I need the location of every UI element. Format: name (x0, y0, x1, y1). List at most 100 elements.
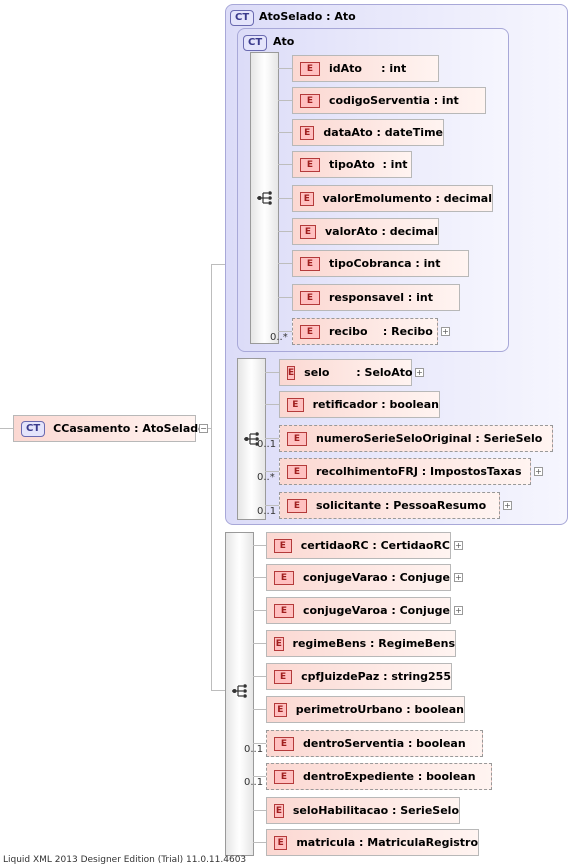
connector-line (278, 231, 292, 232)
connector-line (278, 263, 292, 264)
expand-icon[interactable]: + (441, 327, 450, 336)
element-badge: E (274, 835, 288, 850)
expand-icon[interactable]: + (454, 541, 463, 550)
element-badge: E (274, 803, 284, 818)
connector-line (253, 776, 266, 777)
element-label: conjugeVaroa : Conjuge (302, 604, 450, 617)
ct-badge: CT (230, 10, 255, 26)
element-badge: E (274, 736, 294, 751)
connector-root-out (207, 428, 212, 429)
element-badge: E (300, 324, 320, 339)
element-label: recolhimentoFRJ : ImpostosTaxas (316, 465, 522, 478)
element-badge: E (274, 769, 294, 784)
element-label: tipoAto : int (329, 158, 408, 171)
connector-trunk (211, 264, 212, 691)
element-label: perimetroUrbano : boolean (295, 703, 464, 716)
expand-icon[interactable]: + (415, 368, 424, 377)
element-label: valorEmolumento : decimal (322, 192, 492, 205)
connector-line (278, 331, 292, 332)
expand-icon[interactable]: + (454, 606, 463, 615)
expand-icon[interactable]: + (454, 573, 463, 582)
connector-line (278, 100, 292, 101)
connector-line (265, 404, 279, 405)
connector-line (253, 577, 266, 578)
root-element[interactable]: CT CCasamento : AtoSelado (13, 415, 206, 442)
sequence-ato[interactable] (250, 52, 279, 344)
element-badge: E (287, 397, 304, 412)
connector-line (253, 709, 266, 710)
connector-line (253, 643, 266, 644)
collapse-icon[interactable]: − (199, 424, 208, 433)
sequence-casamento[interactable] (225, 532, 254, 856)
connector-line (278, 164, 292, 165)
element-badge: E (300, 93, 320, 108)
connector-line (278, 68, 292, 69)
element-badge: E (274, 702, 287, 717)
element-label: idAto : int (329, 62, 407, 75)
expand-icon[interactable]: + (503, 501, 512, 510)
sequence-atoselado[interactable] (237, 358, 266, 520)
element-badge: E (300, 61, 320, 76)
ct-badge: CT (243, 35, 268, 51)
connector-line (253, 545, 266, 546)
element-label: regimeBens : RegimeBens (292, 637, 455, 650)
root-label: CCasamento : AtoSelado (53, 422, 206, 435)
element-badge: E (300, 256, 320, 271)
element-label: selo : SeloAto (304, 366, 413, 379)
element-badge: E (274, 636, 284, 651)
sequence-icon (232, 684, 247, 698)
connector-line (253, 810, 266, 811)
cardinality-label: 0..1 (257, 506, 277, 517)
expand-icon[interactable]: + (534, 467, 543, 476)
cardinality-label: 0..1 (244, 777, 264, 788)
connector-line (278, 198, 292, 199)
connector-to-atoselado (211, 264, 225, 265)
element-badge: E (287, 431, 307, 446)
element-label: seloHabilitacao : SerieSelo (292, 804, 459, 817)
connector-line (265, 505, 279, 506)
cardinality-label: 0..* (270, 332, 288, 343)
element-badge: E (274, 603, 294, 618)
element-label: matricula : MatriculaRegistro (296, 836, 478, 849)
element-label: retificador : boolean (312, 398, 439, 411)
ato-title: Ato (273, 35, 295, 48)
connector-line (265, 471, 279, 472)
connector-line (278, 297, 292, 298)
element-label: numeroSerieSeloOriginal : SerieSelo (316, 432, 543, 445)
connector-line (265, 372, 279, 373)
element-badge: E (300, 191, 314, 206)
connector-line (278, 132, 292, 133)
element-label: codigoServentia : int (329, 94, 459, 107)
element-label: dentroExpediente : boolean (303, 770, 476, 783)
element-label: valorAto : decimal (324, 225, 438, 238)
cardinality-label: 0..1 (257, 439, 277, 450)
element-label: certidaoRC : CertidaoRC (300, 539, 450, 552)
sequence-icon (244, 432, 259, 446)
element-badge: E (300, 290, 320, 305)
element-badge: E (287, 498, 307, 513)
